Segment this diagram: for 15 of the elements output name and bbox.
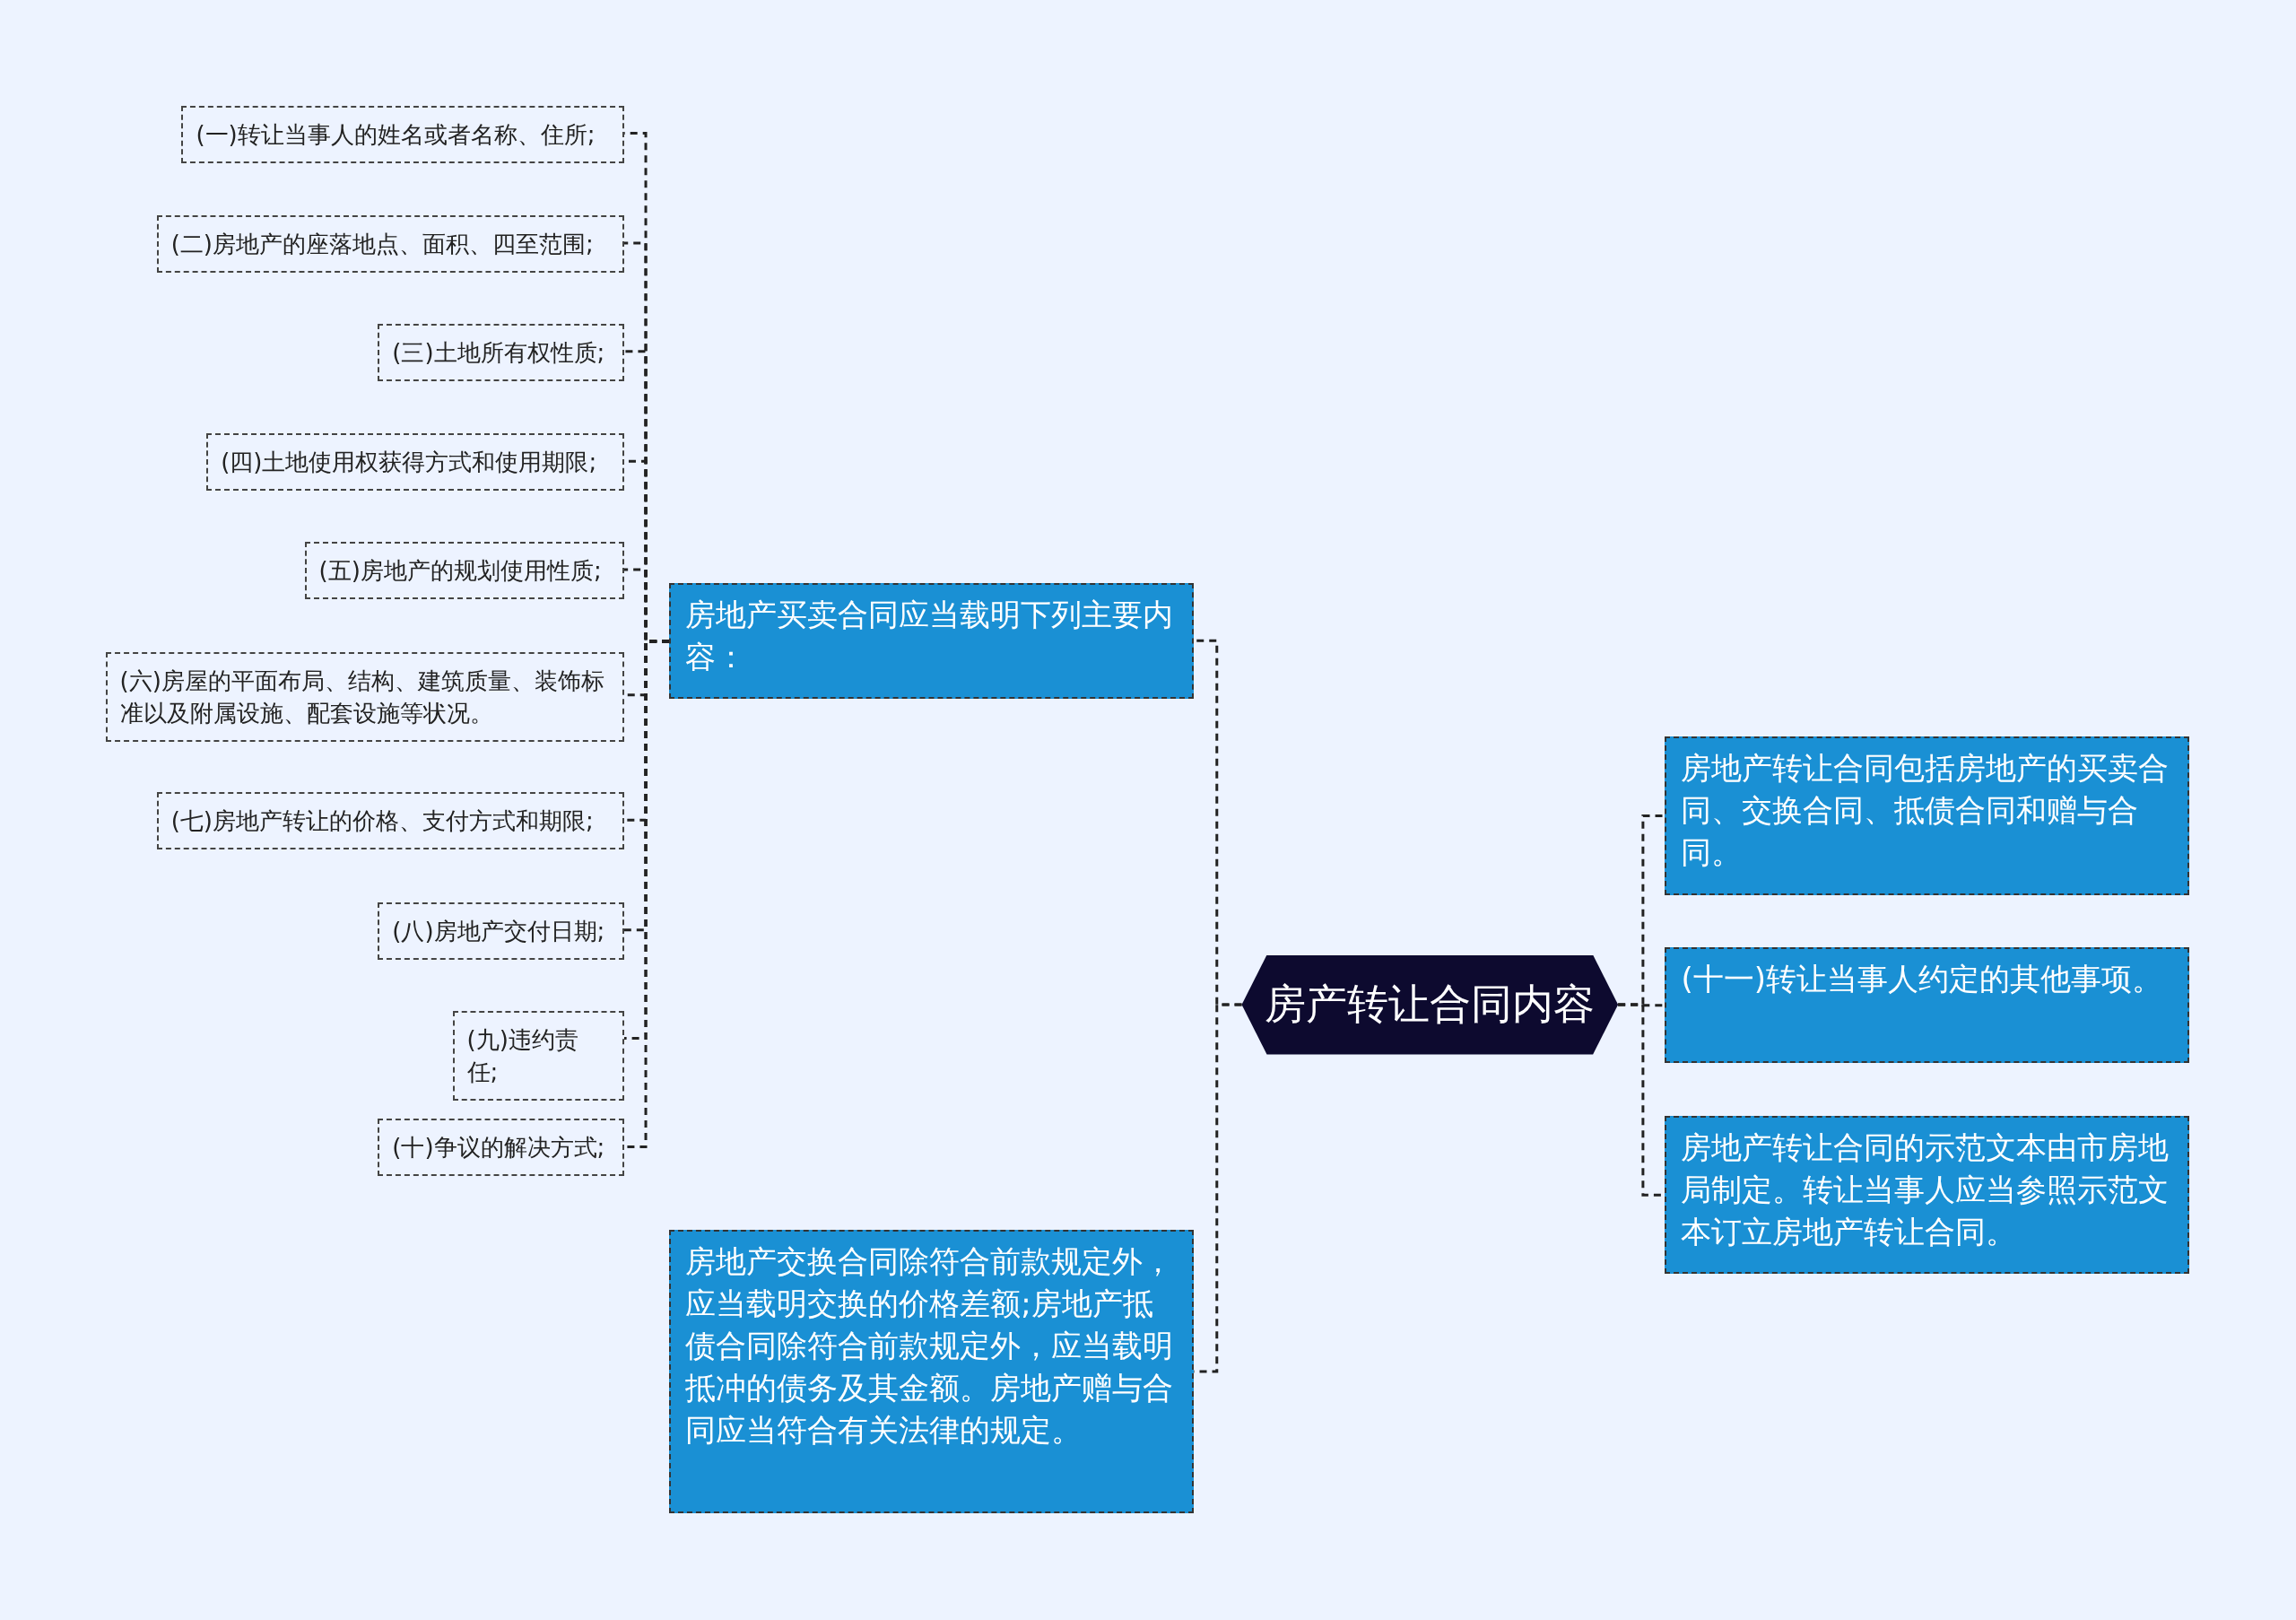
topic-box: 房地产转让合同包括房地产的买卖合同、交换合同、抵债合同和赠与合同。: [1665, 736, 2189, 895]
subtopic-box: (二)房地产的座落地点、面积、四至范围;: [156, 215, 624, 273]
subtopic-box: (五)房地产的规划使用性质;: [304, 542, 624, 600]
subtopic-box: (六)房屋的平面布局、结构、建筑质量、装饰标准以及附属设施、配套设施等状况。: [105, 651, 624, 742]
topic-box: 房地产交换合同除符合前款规定外，应当载明交换的价格差额;房地产抵债合同除符合前款规定外，应当载明抵冲的债务及其金额。房地产赠与合同应当符合有关法律的规定。: [669, 1230, 1194, 1513]
subtopic-box: (三)土地所有权性质;: [378, 323, 624, 381]
subtopic-box: (九)违约责任;: [452, 1010, 624, 1101]
topic-box: 房地产买卖合同应当载明下列主要内容：: [669, 582, 1194, 699]
subtopic-box: (四)土地使用权获得方式和使用期限;: [206, 433, 624, 492]
topic-box: (十一)转让当事人约定的其他事项。: [1665, 947, 2189, 1064]
subtopic-box: (一)转让当事人的姓名或者名称、住所;: [181, 105, 624, 163]
subtopic-box: (七)房地产转让的价格、支付方式和期限;: [156, 792, 624, 850]
subtopic-box: (十)争议的解决方式;: [378, 1119, 624, 1177]
subtopic-box: (八)房地产交付日期;: [378, 901, 624, 960]
topic-box: 房地产转让合同的示范文本由市房地局制定。转让当事人应当参照示范文本订立房地产转让合同。: [1665, 1116, 2189, 1275]
